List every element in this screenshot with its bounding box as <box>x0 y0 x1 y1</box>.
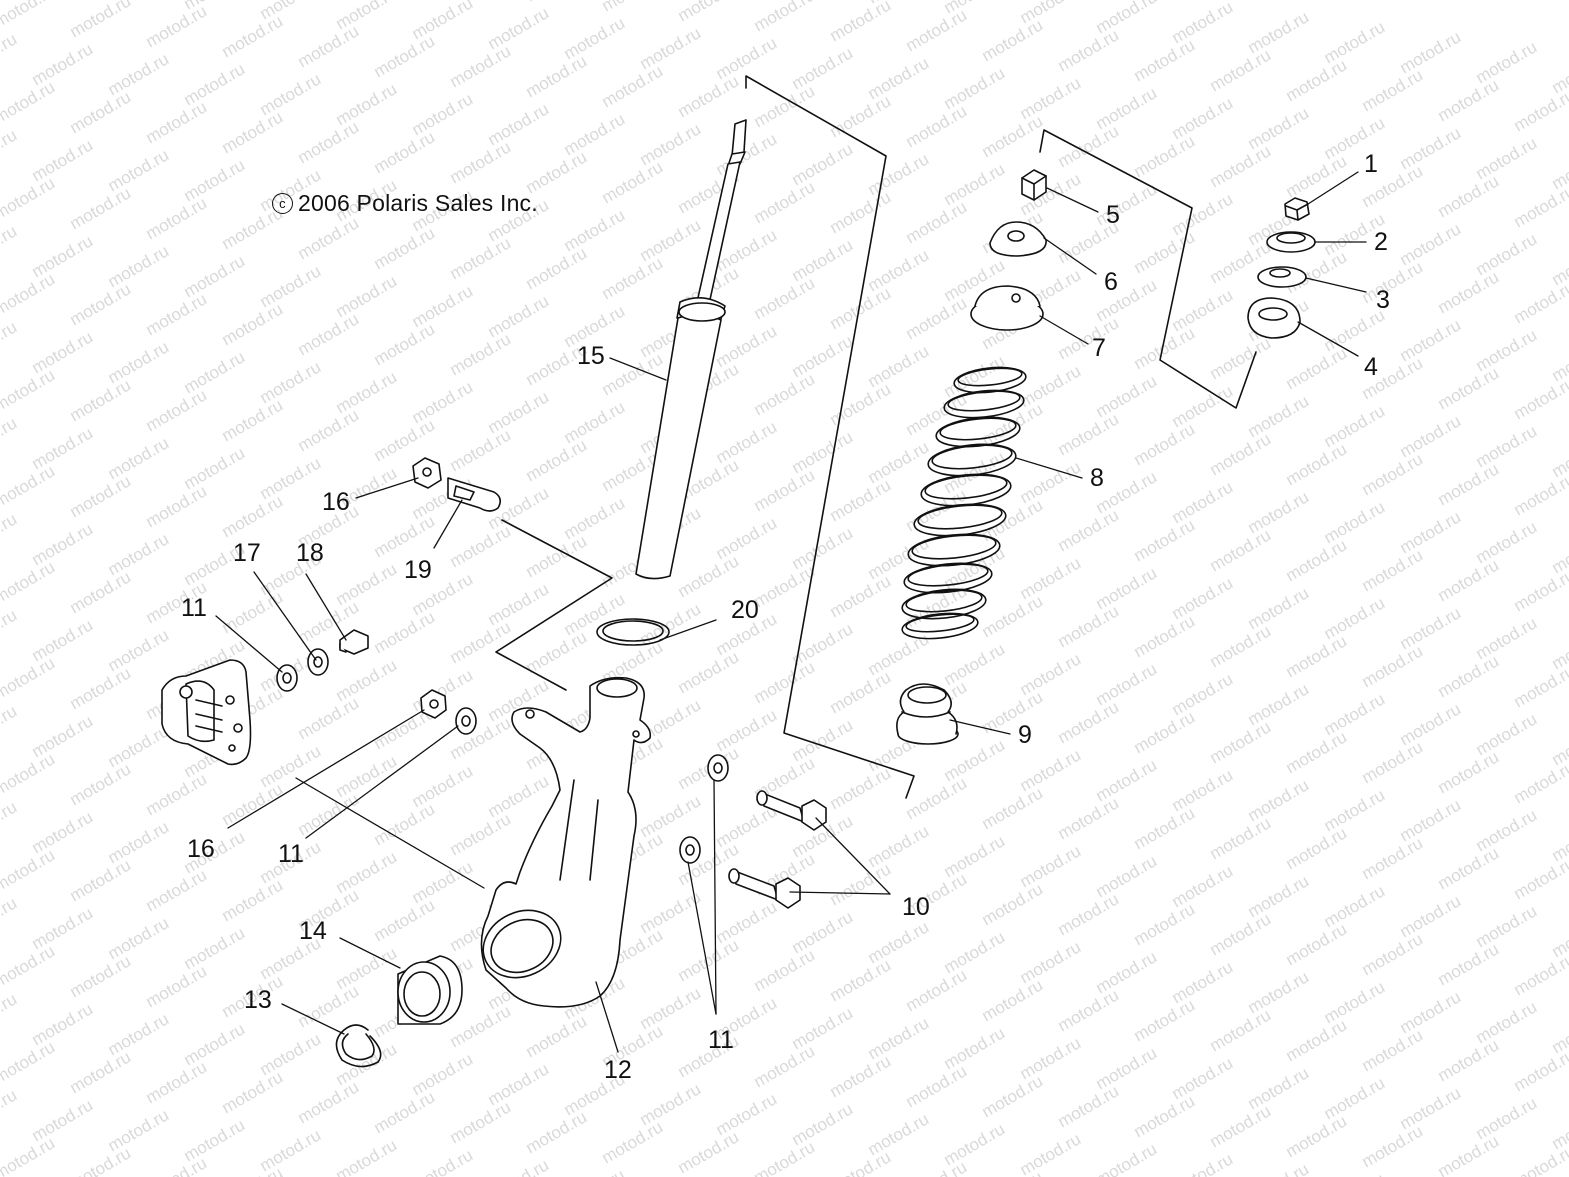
bolt-part-10-lower <box>728 868 801 909</box>
callout-3: 3 <box>1376 286 1390 314</box>
bump-stop <box>896 683 959 745</box>
washer-part-2 <box>1266 231 1316 253</box>
strut-bracket <box>745 75 915 799</box>
nut-part-16-lower <box>420 689 447 719</box>
steering-knuckle <box>480 676 652 1008</box>
callout-5: 5 <box>1106 201 1120 229</box>
bolt-part-10-upper <box>756 790 827 831</box>
callout-16-upper: 16 <box>322 488 350 516</box>
callout-1: 1 <box>1364 150 1378 178</box>
callout-6: 6 <box>1104 268 1118 296</box>
callout-17: 17 <box>233 539 261 567</box>
callout-9: 9 <box>1018 721 1032 749</box>
spring-coil-inner <box>907 563 989 587</box>
spring-coil-inner <box>931 444 1013 470</box>
shock-absorber <box>635 119 747 580</box>
knuckle-bracket <box>495 519 613 691</box>
spring-coil <box>901 588 987 620</box>
wheel-bearing <box>397 955 463 1025</box>
callout-19: 19 <box>404 556 432 584</box>
spring-coil-inner <box>911 534 997 560</box>
copyright-text: 2006 Polaris Sales Inc. <box>298 190 538 216</box>
copyright-symbol: c <box>272 193 293 214</box>
spring-seat-part-7 <box>970 285 1044 331</box>
mount-bushing-part-4 <box>1247 297 1301 339</box>
coil-spring <box>901 366 1027 640</box>
callout-11-left: 11 <box>181 594 207 622</box>
spring-coil <box>903 562 993 594</box>
spring-coil <box>901 612 979 640</box>
washer-part-11-upper-right <box>707 754 729 782</box>
spring-coil-inner <box>905 589 983 613</box>
callout-15: 15 <box>577 342 605 370</box>
spring-coil-inner <box>939 417 1017 441</box>
upper-retainer-part-6 <box>989 221 1047 257</box>
leader-lines <box>215 171 1367 1053</box>
callout-2: 2 <box>1374 228 1388 256</box>
nut-part-5 <box>1021 169 1047 201</box>
nut-part-1 <box>1284 197 1310 221</box>
spring-coil-inner <box>947 390 1021 412</box>
snap-ring <box>335 1024 382 1068</box>
washer-part-11-left <box>276 664 298 692</box>
top-mount-bracket <box>1039 129 1257 409</box>
callout-10: 10 <box>902 893 930 921</box>
washer-part-11-middle <box>455 707 477 735</box>
o-ring <box>596 618 670 646</box>
callout-11-right: 11 <box>708 1026 734 1054</box>
callout-18: 18 <box>296 539 324 567</box>
spring-coil-inner <box>917 504 1003 530</box>
spring-coil-inner <box>957 367 1023 387</box>
callout-16-lower: 16 <box>187 835 215 863</box>
hose-clip <box>447 477 502 512</box>
callout-4: 4 <box>1364 353 1378 381</box>
spring-coil-inner <box>924 474 1008 500</box>
brake-caliper <box>161 659 252 766</box>
callout-14: 14 <box>299 917 327 945</box>
callout-20: 20 <box>731 596 759 624</box>
callout-7: 7 <box>1092 334 1106 362</box>
callout-8: 8 <box>1090 464 1104 492</box>
callout-11-middle: 11 <box>278 840 304 868</box>
callout-12: 12 <box>604 1056 632 1084</box>
washer-part-11-lower-right <box>679 836 701 864</box>
washer-part-3 <box>1257 266 1307 288</box>
spring-coil-inner <box>905 613 975 633</box>
nut-part-16-upper <box>412 457 442 489</box>
callout-13: 13 <box>244 986 272 1014</box>
bolt-part-18 <box>339 629 369 655</box>
